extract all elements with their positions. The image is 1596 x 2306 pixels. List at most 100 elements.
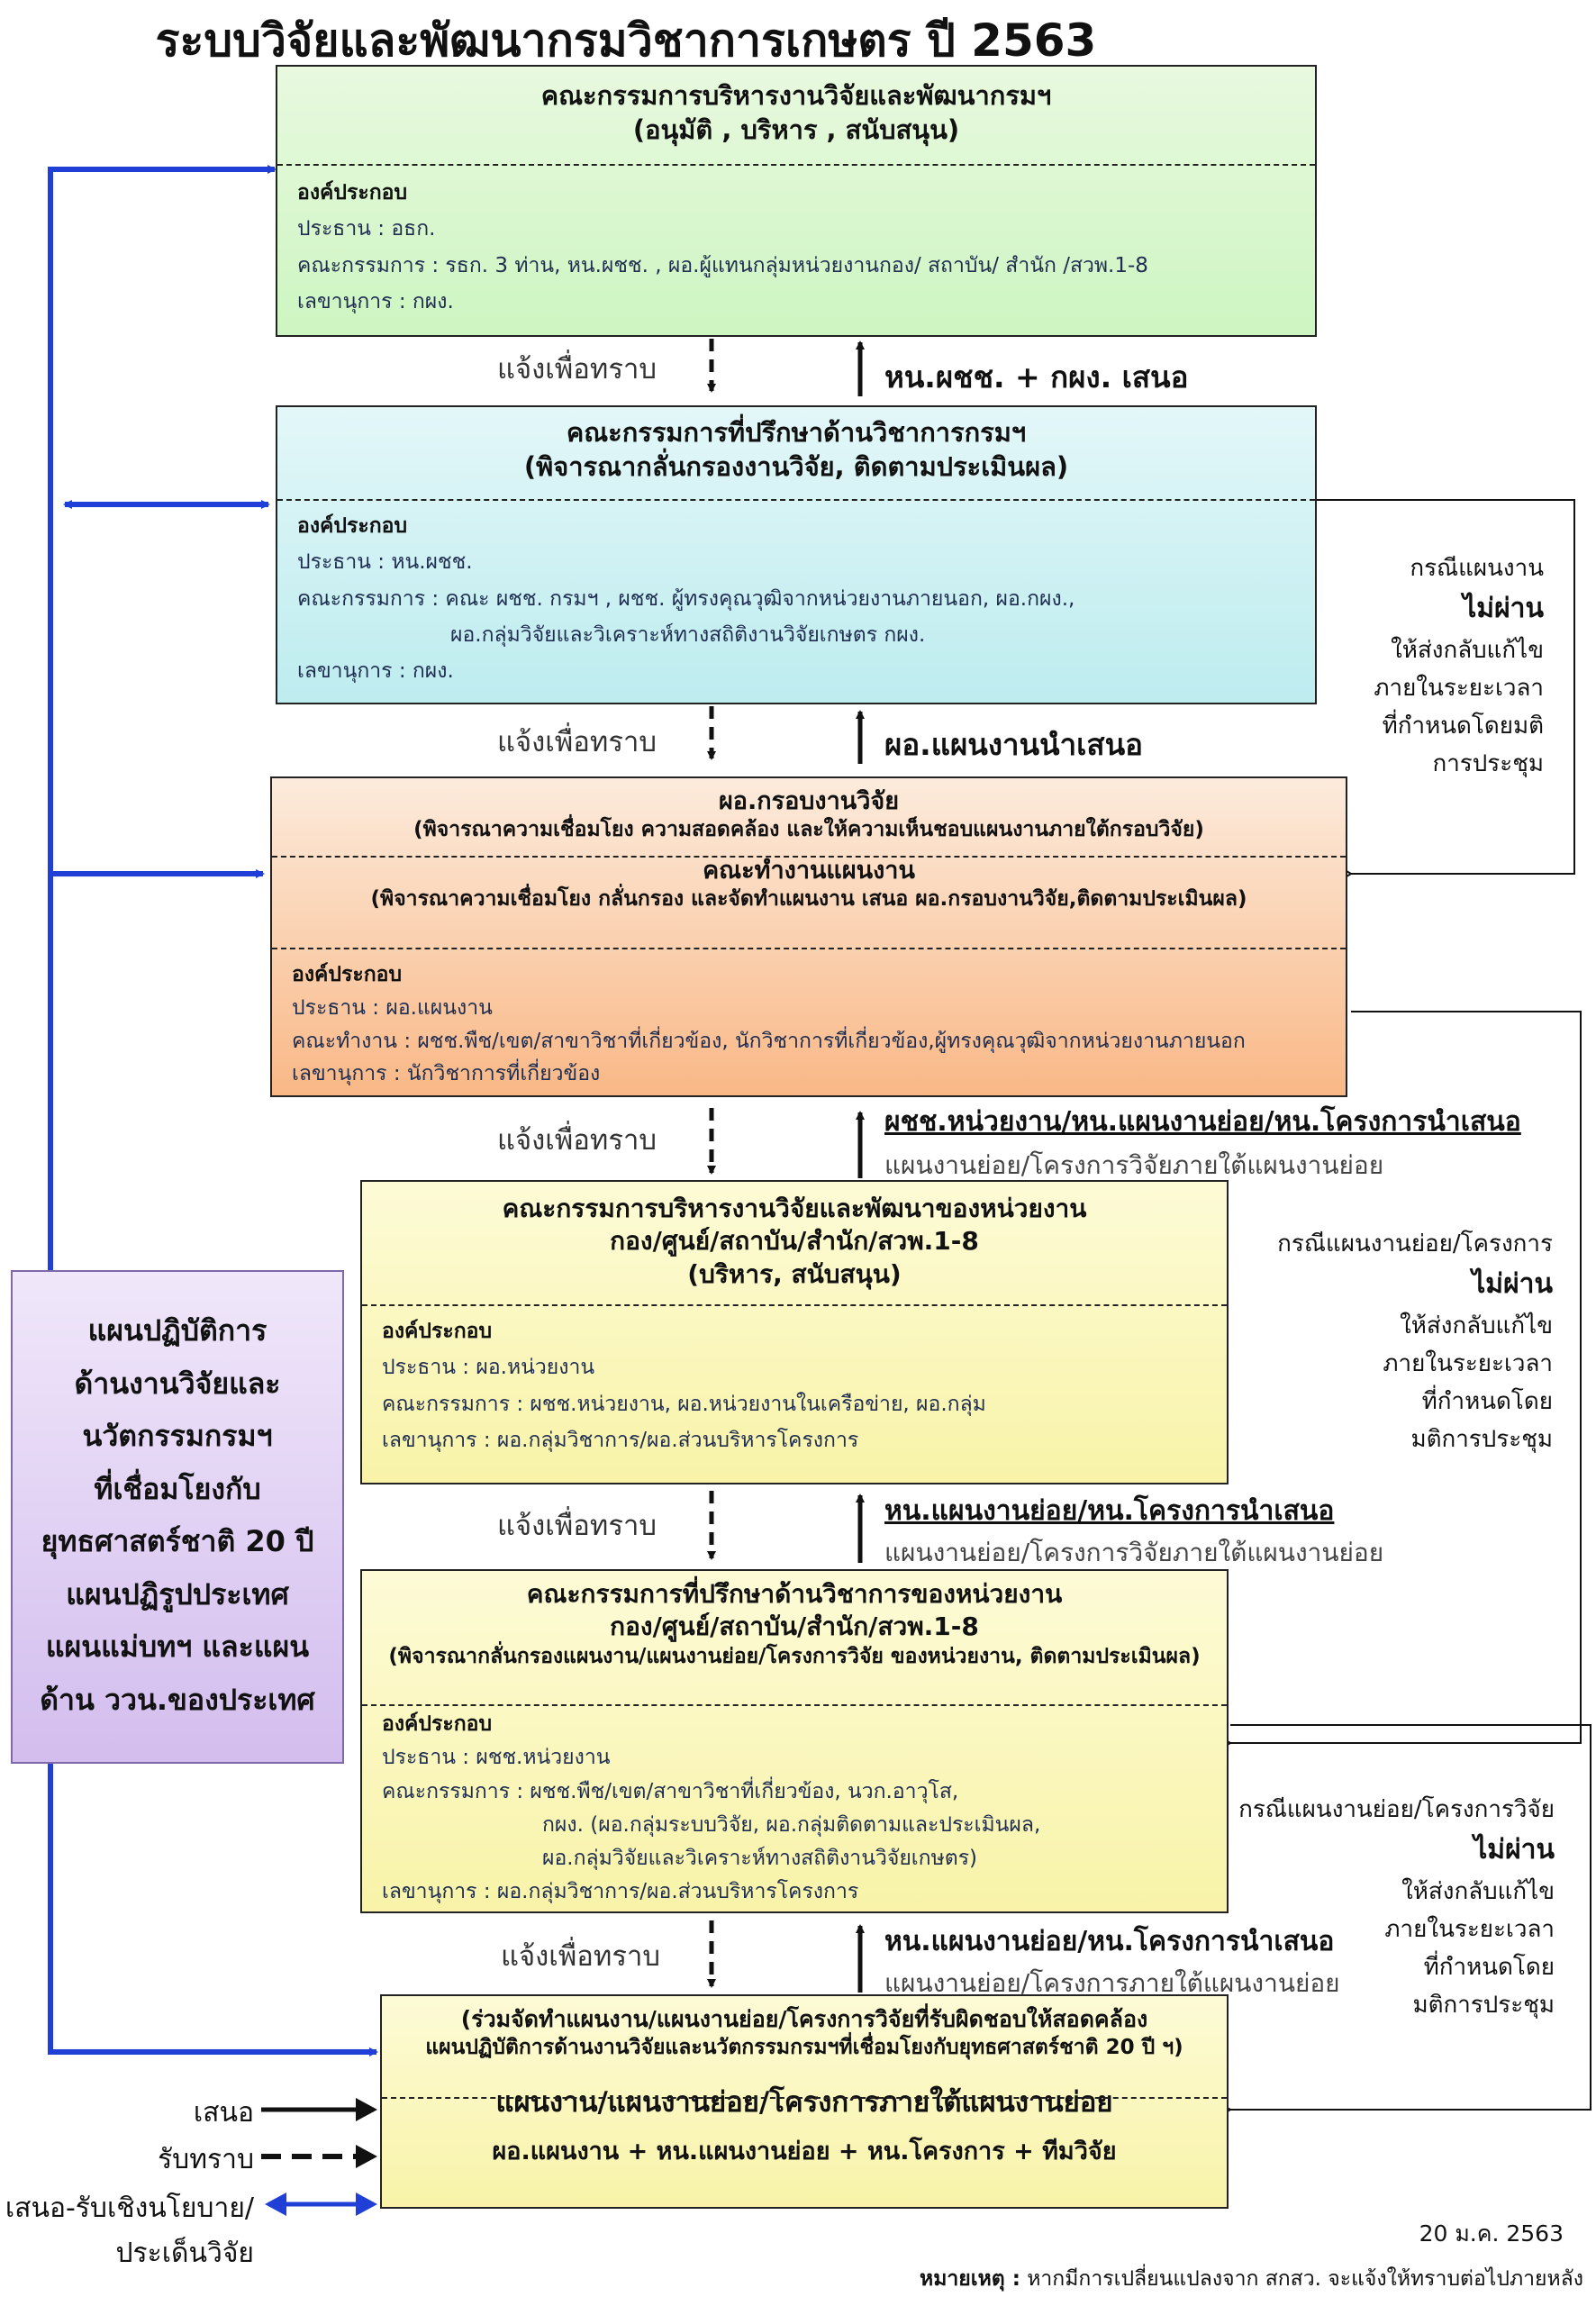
strategy-line: ด้านงานวิจัยและ xyxy=(74,1366,281,1401)
note-line: ภายในระยะเวลา xyxy=(1384,1915,1555,1943)
legend-acknowledge: รับทราบ xyxy=(158,2144,254,2175)
note-line: ที่กำหนดโดย xyxy=(1423,1953,1555,1981)
secretary-line: เลขานุการ : กผง. xyxy=(297,289,454,313)
legend-policy: เสนอ-รับเชิงนโยบาย/ xyxy=(5,2193,254,2224)
legend-arrows xyxy=(261,2098,377,2216)
box5-subheading-2: (พิจารณากลั่นกรองแผนงาน/แผนงานย่อย/โครงก… xyxy=(388,1644,1201,1668)
strategy-line: ด้าน ววน.ของประเทศ xyxy=(40,1682,315,1717)
note-line: ให้ส่งกลับแก้ไข xyxy=(1391,636,1544,664)
strategy-line: แผนแม่บทฯ และแผน xyxy=(45,1630,310,1665)
note-line: การประชุม xyxy=(1432,750,1544,778)
committee-line: คณะกรรมการ : ผชช.หน่วยงาน, ผอ.หน่วยงานใน… xyxy=(382,1392,986,1416)
chairman-line: ประธาน : ผอ.แผนงาน xyxy=(292,995,493,1020)
chairman-line: ประธาน : ผอ.หน่วยงาน xyxy=(382,1356,595,1380)
box3-subheading-2: (พิจารณาความเชื่อมโยง กลั่นกรอง และจัดทำ… xyxy=(370,887,1247,912)
note-line: ภายในระยะเวลา xyxy=(1383,1349,1553,1377)
dept-advisory-committee-box: คณะกรรมการที่ปรึกษาด้านวิชาการกรมฯ (พิจา… xyxy=(276,405,1317,704)
divider xyxy=(277,499,1315,501)
secretary-line: เลขานุการ : ผอ.กลุ่มวิชาการ/ผอ.ส่วนบริหา… xyxy=(382,1880,859,1904)
note-line: ภายในระยะเวลา xyxy=(1374,674,1544,702)
proposal-label: หน.ผชช. + กผง. เสนอ xyxy=(884,359,1189,395)
inform-label: แจ้งเพื่อทราบ xyxy=(497,726,657,758)
chairman-line: ประธาน : ผชช.หน่วยงาน xyxy=(382,1746,611,1770)
box4-heading: คณะกรรมการบริหารงานวิจัยและพัฒนาของหน่วย… xyxy=(502,1194,1087,1223)
workgroup-line: คณะทำงาน : ผชช.พืช/เขต/สาขาวิชาที่เกี่ยว… xyxy=(292,1029,1246,1053)
divider xyxy=(362,1704,1227,1706)
legend-policy-2: ประเด็นวิจัย xyxy=(115,2238,254,2269)
box2-subheading: (พิจารณากลั่นกรองงานวิจัย, ติดตามประเมิน… xyxy=(523,450,1069,482)
box6-plan-title: แผนงาน/แผนงานย่อย/โครงการภายใต้แผนงานย่อ… xyxy=(495,2086,1113,2120)
strategy-line: ยุทธศาสตร์ชาติ 20 ปี xyxy=(41,1524,314,1559)
chairman-line: ประธาน : หน.ผชช. xyxy=(297,550,473,575)
inform-label: แจ้งเพื่อทราบ xyxy=(497,353,657,386)
proposal-label: หน.แผนงานย่อย/หน.โครงการนำเสนอ xyxy=(884,1495,1335,1527)
note-line: ที่กำหนดโดย xyxy=(1421,1387,1553,1415)
note-line: ให้ส่งกลับแก้ไข xyxy=(1401,1877,1555,1905)
note-line: มติการประชุม xyxy=(1412,1992,1555,2020)
secretary-line: เลขานุการ : ผอ.กลุ่มวิชาการ/ผอ.ส่วนบริหา… xyxy=(382,1428,859,1452)
composition-title: องค์ประกอบ xyxy=(297,181,408,204)
box5-composition: องค์ประกอบ ประธาน : ผชช.หน่วยงาน คณะกรรม… xyxy=(382,1708,1040,1910)
divider xyxy=(382,2097,1227,2099)
research-team-box: (ร่วมจัดทำแผนงาน/แผนงานย่อย/โครงการวิจัย… xyxy=(380,1994,1229,2209)
committee-line: คณะกรรมการ : คณะ ผชช. กรมฯ , ผชช. ผู้ทรง… xyxy=(297,586,1075,611)
note-line: ที่กำหนดโดยมติ xyxy=(1382,712,1544,740)
proposal-label: หน.แผนงานย่อย/หน.โครงการนำเสนอ xyxy=(884,1926,1335,1957)
strategy-line: แผนปฏิบัติการ xyxy=(87,1313,268,1348)
return-note-subplan: กรณีแผนงานย่อย/โครงการ ไม่ผ่าน ให้ส่งกลั… xyxy=(1277,1225,1553,1458)
box4-composition: องค์ประกอบ ประธาน : ผอ.หน่วยงาน คณะกรรมก… xyxy=(382,1313,986,1458)
box3-composition: องค์ประกอบ ประธาน : ผอ.แผนงาน คณะทำงาน :… xyxy=(292,958,1246,1091)
box5-subheading: กอง/ศูนย์/สถาบัน/สำนัก/สวพ.1-8 xyxy=(610,1611,979,1642)
national-strategy-box: แผนปฏิบัติการด้านงานวิจัยและนวัตกรรมกรมฯ… xyxy=(11,1270,344,1764)
divider xyxy=(272,948,1346,949)
date-label: 20 ม.ค. 2563 xyxy=(1419,2220,1564,2247)
secretary-line: เลขานุการ : นักวิชาการที่เกี่ยวข้อง xyxy=(292,1062,601,1086)
committee-line-2: กผง. (ผอ.กลุ่มระบบวิจัย, ผอ.กลุ่มติดตามแ… xyxy=(542,1812,1041,1837)
proposal-label: ผอ.แผนงานนำเสนอ xyxy=(884,727,1143,762)
note-line: ให้ส่งกลับแก้ไข xyxy=(1400,1312,1553,1339)
strategy-line: แผนปฏิรูปประเทศ xyxy=(66,1576,289,1611)
box6-team-line: ผอ.แผนงาน + หน.แผนงานย่อย + หน.โครงการ +… xyxy=(492,2137,1117,2165)
committee-line-2: ผอ.กลุ่มวิจัยและวิเคราะห์ทางสถิติงานวิจั… xyxy=(450,622,926,647)
inform-label: แจ้งเพื่อทราบ xyxy=(501,1940,661,1973)
national-strategy-text: แผนปฏิบัติการด้านงานวิจัยและนวัตกรรมกรมฯ… xyxy=(13,1304,342,1726)
box2-composition: องค์ประกอบ ประธาน : หน.ผชช. คณะกรรมการ :… xyxy=(297,508,1075,689)
composition-title: องค์ประกอบ xyxy=(382,1320,493,1343)
legend-propose: เสนอ xyxy=(193,2097,254,2129)
box3-heading-2: คณะทำงานแผนงาน xyxy=(703,856,915,885)
return-note-plan: กรณีแผนงาน ไม่ผ่าน ให้ส่งกลับแก้ไข ภายใน… xyxy=(1374,549,1544,783)
remark-text: หากมีการเปลี่ยนแปลงจาก สกสว. จะแจ้งให้ทร… xyxy=(1027,2267,1583,2291)
unit-research-committee-box: คณะกรรมการบริหารงานวิจัยและพัฒนาของหน่วย… xyxy=(360,1180,1229,1484)
divider xyxy=(362,1304,1227,1306)
page-title: ระบบวิจัยและพัฒนากรมวิชาการเกษตร ปี 2563 xyxy=(155,14,1097,67)
return-note-project: กรณีแผนงานย่อย/โครงการวิจัย ไม่ผ่าน ให้ส… xyxy=(1238,1791,1555,2024)
remark: หมายเหตุ : หากมีการเปลี่ยนแปลงจาก สกสว. … xyxy=(920,2263,1583,2295)
box3-subheading: (พิจารณาความเชื่อมโยง ความสอดคล้อง และให… xyxy=(413,818,1204,842)
dept-research-committee-box: คณะกรรมการบริหารงานวิจัยและพัฒนากรมฯ (อน… xyxy=(276,65,1317,337)
committee-line: คณะกรรมการ : รธก. 3 ท่าน, หน.ผชช. , ผอ.ผ… xyxy=(297,253,1148,277)
box6-heading: (ร่วมจัดทำแผนงาน/แผนงานย่อย/โครงการวิจัย… xyxy=(460,2006,1148,2032)
note-line: กรณีแผนงาน xyxy=(1410,555,1544,582)
divider xyxy=(277,164,1315,166)
note-fail: ไม่ผ่าน xyxy=(1472,1268,1553,1301)
box2-heading: คณะกรรมการที่ปรึกษาด้านวิชาการกรมฯ xyxy=(566,417,1027,448)
policy-line xyxy=(48,165,378,2056)
inform-label: แจ้งเพื่อทราบ xyxy=(497,1124,657,1157)
box6-subheading: แผนปฏิบัติการด้านงานวิจัยและนวัตกรรมกรมฯ… xyxy=(425,2035,1183,2059)
box4-subheading: กอง/ศูนย์/สถาบัน/สำนัก/สวพ.1-8 xyxy=(610,1226,979,1257)
secretary-line: เลขานุการ : กผง. xyxy=(297,659,454,683)
unit-advisory-committee-box: คณะกรรมการที่ปรึกษาด้านวิชาการของหน่วยงา… xyxy=(360,1569,1229,1913)
composition-title: องค์ประกอบ xyxy=(292,963,403,986)
note-line: มติการประชุม xyxy=(1410,1426,1553,1454)
proposal-label: ผชช.หน่วยงาน/หน.แผนงานย่อย/หน.โครงการนำเ… xyxy=(884,1106,1521,1138)
inform-label: แจ้งเพื่อทราบ xyxy=(497,1510,657,1542)
remark-label: หมายเหตุ : xyxy=(920,2267,1020,2291)
committee-line: คณะกรรมการ : ผชช.พืช/เขต/สาขาวิชาที่เกี่… xyxy=(382,1779,959,1803)
note-fail: ไม่ผ่าน xyxy=(1474,1834,1555,1866)
proposal-sublabel: แผนงานย่อย/โครงการวิจัยภายใต้แผนงานย่อย xyxy=(884,1150,1384,1180)
box4-subheading-2: (บริหาร, สนับสนุน) xyxy=(687,1258,902,1289)
research-framework-box: ผอ.กรอบงานวิจัย (พิจารณาความเชื่อมโยง คว… xyxy=(270,776,1347,1097)
strategy-line: ที่เชื่อมโยงกับ xyxy=(94,1471,261,1506)
divider xyxy=(272,856,1346,858)
